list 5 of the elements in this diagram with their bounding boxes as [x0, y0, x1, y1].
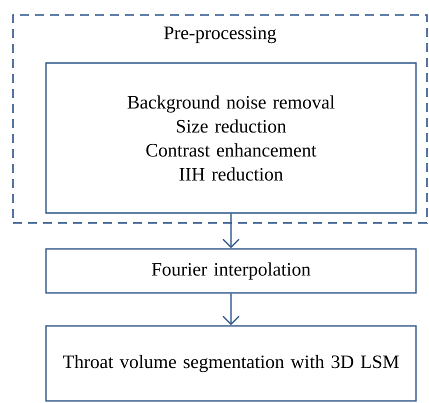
arrow: [222, 214, 240, 248]
process-box: Throat volume segmentation with 3D LSM: [45, 325, 417, 402]
arrow: [222, 294, 240, 326]
process-box: Background noise removal Size reduction Contrast enhancement IIH reduction: [45, 62, 417, 214]
process-box: Fourier interpolation: [45, 248, 417, 294]
